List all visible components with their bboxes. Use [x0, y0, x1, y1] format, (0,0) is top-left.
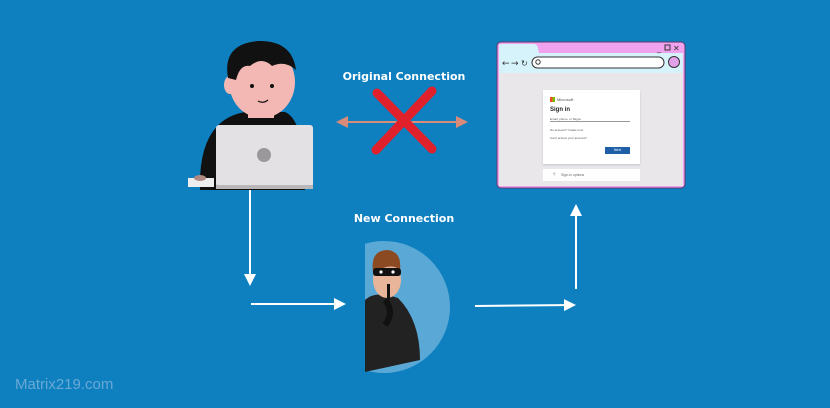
create-account-link[interactable]: No account? Create one!: [550, 128, 584, 132]
minimize-icon: _: [656, 44, 662, 53]
signin-options-label: Sign-in options: [561, 173, 585, 177]
watermark: Matrix219.com: [15, 376, 114, 393]
mouse-icon: [188, 175, 214, 187]
signin-options-button[interactable]: ⚲ Sign-in options: [543, 169, 640, 181]
signin-title: Sign in: [550, 107, 570, 113]
maximize-icon: [664, 44, 671, 51]
close-icon: ✕: [673, 44, 680, 53]
refresh-icon: ↻: [521, 59, 528, 68]
brand: Microsoft: [557, 97, 574, 102]
address-bar[interactable]: [531, 56, 665, 69]
key-icon: ⚲: [553, 172, 556, 176]
profile-icon: [668, 56, 680, 68]
microsoft-logo-icon: [550, 97, 555, 102]
next-button[interactable]: Next: [605, 147, 630, 154]
search-icon: [535, 59, 541, 65]
cant-access-link[interactable]: Can't access your account?: [550, 136, 587, 140]
forward-icon: →: [511, 59, 519, 69]
laptop-icon: [216, 125, 313, 189]
window-controls: _ ✕: [656, 44, 680, 53]
flow-arrow-from-attacker: [474, 299, 576, 312]
blocked-cross-icon: [371, 86, 437, 155]
user-illustration: [188, 40, 313, 190]
signin-card: Microsoft Sign in Email, phone, or Skype…: [543, 90, 640, 164]
original-connection-label: Original Connection: [342, 70, 466, 83]
attacker-illustration: [365, 241, 450, 373]
new-connection-label: New Connection: [353, 212, 455, 225]
back-icon: ←: [502, 59, 510, 69]
email-input[interactable]: Email, phone, or Skype: [550, 117, 630, 122]
